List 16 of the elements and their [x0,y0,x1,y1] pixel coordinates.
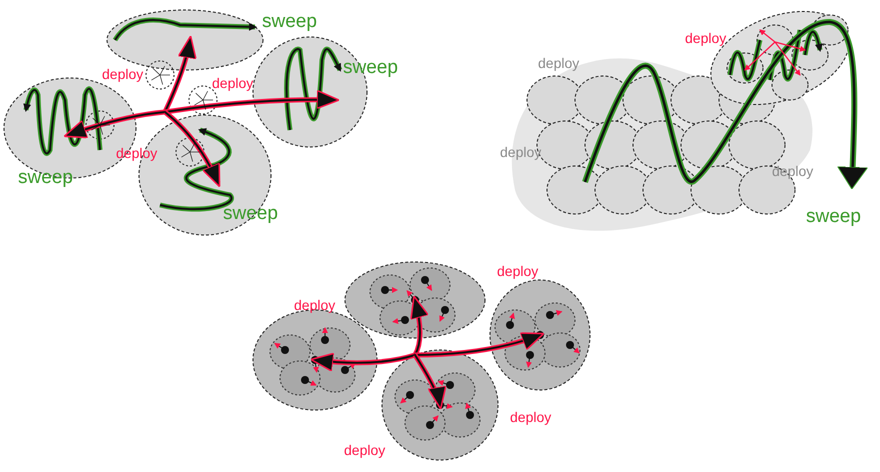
region-label: deploy [497,264,538,278]
region-label: deploy [772,164,814,178]
region-label: deploy [685,31,726,45]
region-label: deploy [510,410,552,424]
region-label: sweep [806,207,861,226]
region-label: deploy [102,67,144,81]
region-label: sweep [223,204,278,223]
region-label: deploy [116,146,158,160]
region-label: deploy [538,56,580,70]
region-label: deploy [500,145,542,159]
region-label: deploy [212,76,254,90]
region-label: sweep [262,12,317,31]
region-label: deploy [294,298,336,312]
region-label: deploy [344,443,386,457]
region-label: sweep [343,58,398,77]
region-label: sweep [18,168,73,187]
